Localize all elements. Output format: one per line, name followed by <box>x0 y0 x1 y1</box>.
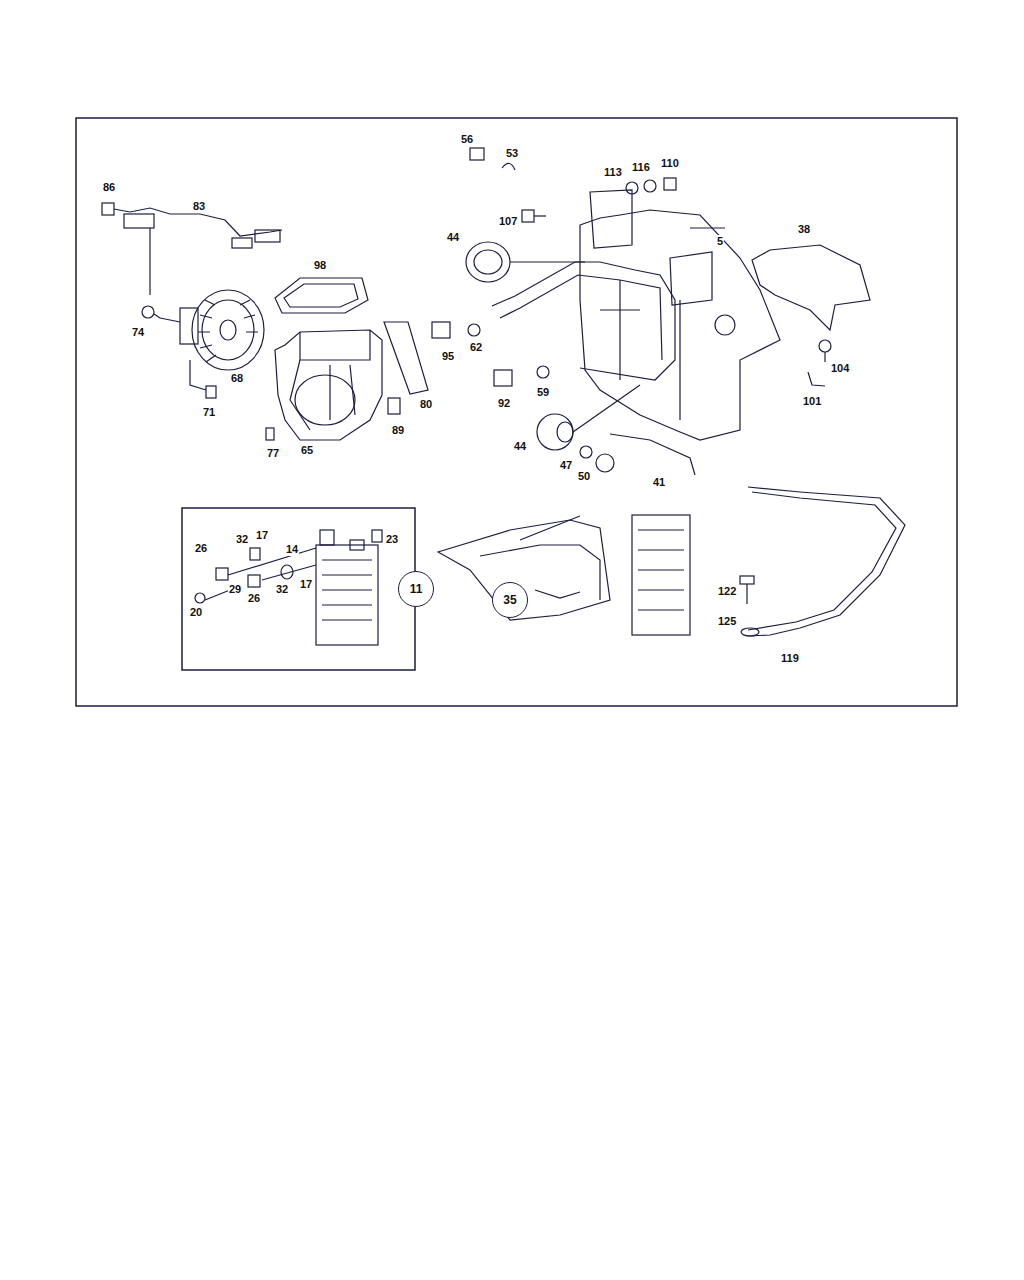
rod <box>610 434 695 475</box>
callout-number: 32 <box>275 583 289 596</box>
callout-number: 44 <box>446 231 460 244</box>
callout-number: 17 <box>299 578 313 591</box>
callout-number: 20 <box>189 606 203 619</box>
callout-number: 38 <box>797 223 811 236</box>
callout-number: 11 <box>410 582 423 596</box>
callout-number: 56 <box>460 133 474 146</box>
callout-number: 35 <box>503 593 516 607</box>
callout-number: 107 <box>498 215 518 228</box>
frame <box>76 118 957 706</box>
callout-number: 92 <box>497 397 511 410</box>
pipes <box>500 275 662 360</box>
callout-number: 65 <box>300 444 314 457</box>
strap <box>748 487 905 636</box>
callout-number: 74 <box>131 326 145 339</box>
callout-number: 44 <box>513 440 527 453</box>
small-parts <box>432 148 831 386</box>
callout-number: 26 <box>247 592 261 605</box>
filter-frame <box>275 278 368 313</box>
callout-number: 14 <box>285 543 299 556</box>
heater-core <box>632 515 690 635</box>
gasket <box>384 322 428 394</box>
callout-circle: 35 <box>492 582 528 618</box>
blower-housing <box>266 330 400 440</box>
callout-number: 98 <box>313 259 327 272</box>
callout-number: 77 <box>266 447 280 460</box>
callout-number: 62 <box>469 341 483 354</box>
callout-number: 122 <box>717 585 737 598</box>
callout-number: 47 <box>559 459 573 472</box>
bracket <box>752 245 870 330</box>
callout-number: 83 <box>192 200 206 213</box>
group-box <box>182 508 415 670</box>
callout-number: 116 <box>631 161 651 174</box>
callout-number: 17 <box>255 529 269 542</box>
pipes <box>492 262 675 380</box>
blower-motor <box>142 290 264 398</box>
callout-number: 41 <box>652 476 666 489</box>
callout-number: 119 <box>780 652 800 665</box>
callout-number: 113 <box>603 166 623 179</box>
callout-number: 26 <box>194 542 208 555</box>
callout-number: 68 <box>230 372 244 385</box>
strap <box>748 492 896 630</box>
bolt <box>740 576 759 636</box>
callout-number: 101 <box>802 395 822 408</box>
callout-number: 23 <box>385 533 399 546</box>
callout-number: 5 <box>716 235 724 248</box>
callout-number: 32 <box>235 533 249 546</box>
heater-pipes <box>438 516 610 620</box>
callout-number: 71 <box>202 406 216 419</box>
callout-number: 86 <box>102 181 116 194</box>
callout-number: 104 <box>830 362 850 375</box>
wiring-harness <box>102 203 282 295</box>
callout-number: 125 <box>717 615 737 628</box>
heater-core <box>195 530 382 645</box>
vacuum-actuator <box>466 242 640 472</box>
callout-circle: 11 <box>398 571 434 607</box>
callout-number: 53 <box>505 147 519 160</box>
callout-number: 80 <box>419 398 433 411</box>
heater-box <box>580 190 780 440</box>
callout-number: 50 <box>577 470 591 483</box>
callout-number: 89 <box>391 424 405 437</box>
callout-number: 59 <box>536 386 550 399</box>
callout-number: 110 <box>660 157 680 170</box>
callout-number: 29 <box>228 583 242 596</box>
callout-number: 95 <box>441 350 455 363</box>
